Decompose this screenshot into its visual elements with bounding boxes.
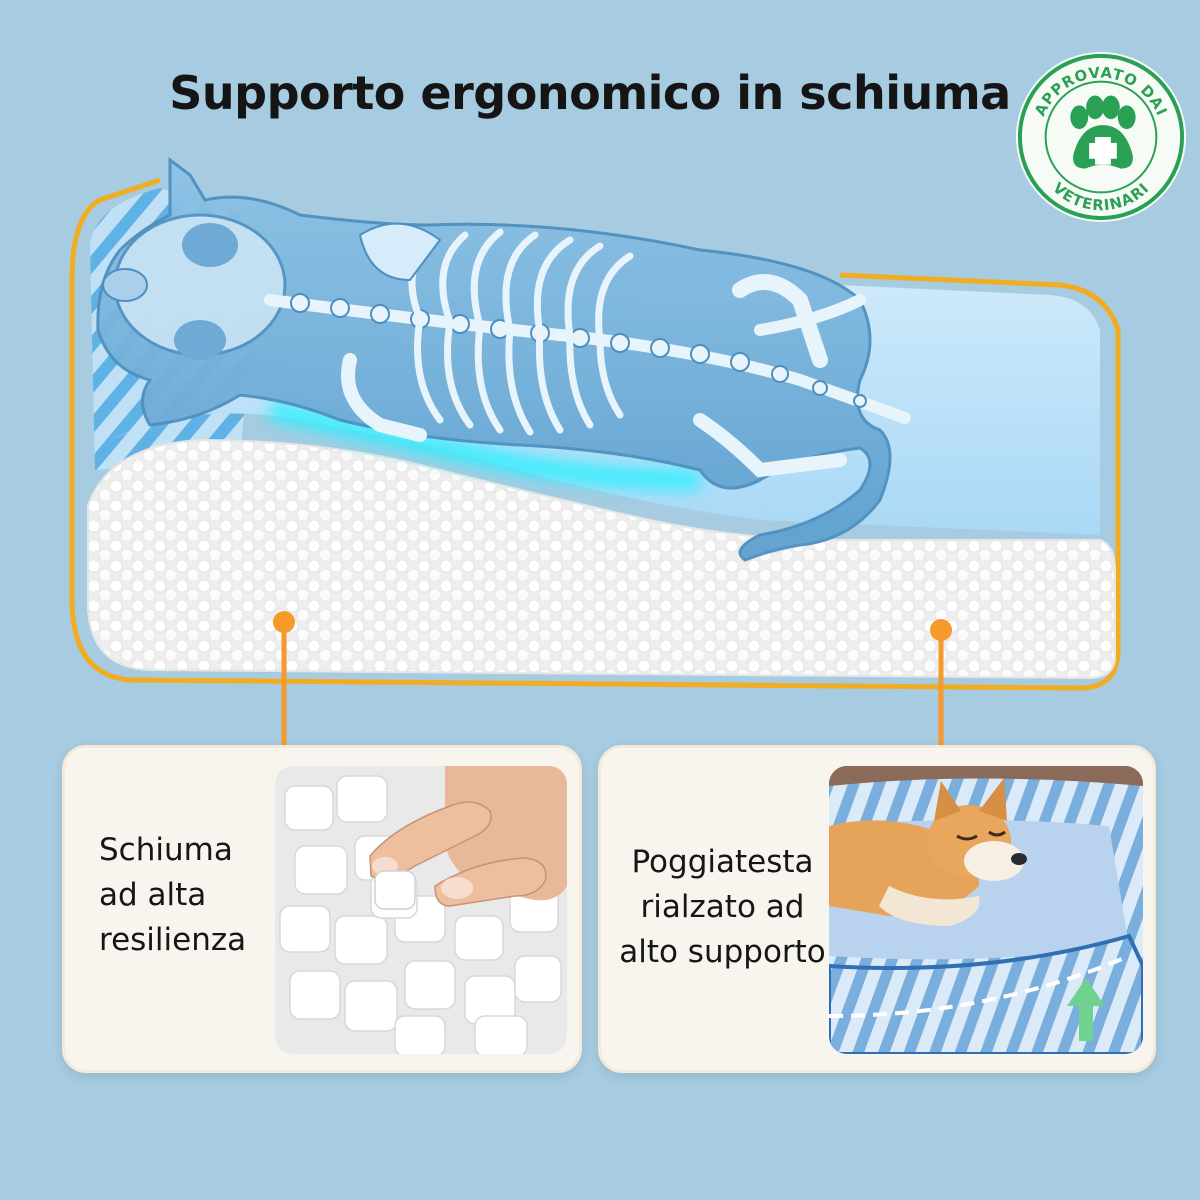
arrow-up-icon bbox=[1067, 978, 1105, 1041]
paw-icon bbox=[1070, 95, 1136, 169]
feature-card-foam: Schiuma ad alta resilienza bbox=[62, 745, 582, 1073]
sleeping-dog-photo bbox=[829, 766, 1143, 1054]
feature-label-headrest: Poggiatesta rialzato ad alto supporto bbox=[619, 844, 826, 970]
vet-approved-badge: APPROVATO DAI VETERINARI bbox=[1015, 51, 1187, 223]
page-title: Supporto ergonomico in schiuma bbox=[169, 66, 1011, 120]
medical-cross-icon bbox=[1089, 137, 1117, 165]
foam-cubes-photo bbox=[275, 766, 567, 1054]
feature-card-headrest: Poggiatesta rialzato ad alto supporto bbox=[598, 745, 1156, 1073]
foam-cushion-illustration bbox=[69, 157, 1121, 752]
feature-label-foam: Schiuma ad alta resilienza bbox=[99, 832, 247, 958]
